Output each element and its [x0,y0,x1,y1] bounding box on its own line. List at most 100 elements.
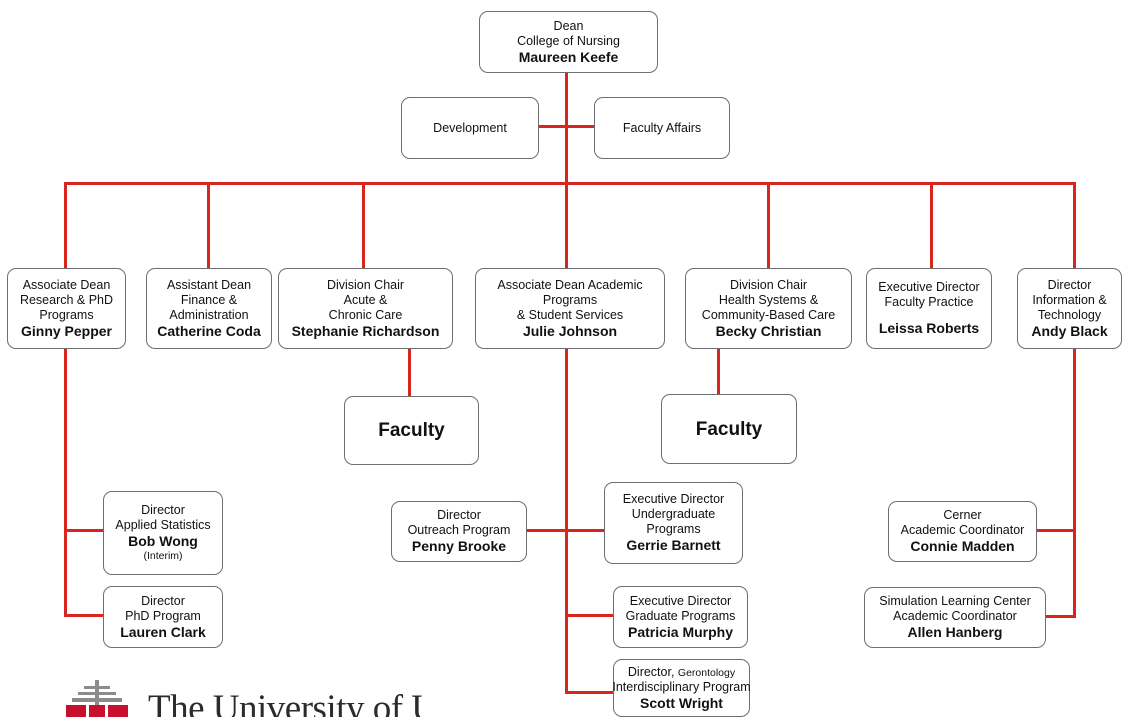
dir-phd-line-1: Director [141,593,185,608]
simulation-line-2: Academic Coordinator [893,609,1017,623]
development-box: Development [401,97,539,159]
exec-faculty-practice-line-2: Faculty Practice [884,295,974,309]
assoc-dean-research-name: Ginny Pepper [20,322,113,339]
connector-drop-research [64,182,67,269]
assistant-dean-line-3: Administration [169,307,249,322]
simulation-line-1: Simulation Learning Center [879,594,1031,608]
connector-academic-bar [527,529,604,532]
connector-gerontology [565,691,613,694]
chair-health-line-1: Division Chair [729,277,808,292]
assistant-dean-name: Catherine Coda [157,322,261,339]
exec-grad-line-1: Executive Director [629,593,732,608]
dean-title-1: Dean [553,18,584,33]
dir-gerontology-line-1b: Gerontology [677,666,736,679]
connector-grad [565,614,613,617]
assoc-dean-research-line-2: Research & PhD [19,292,114,307]
connector-it-down [1073,347,1076,618]
chair-acute-line-2: Acute & [343,292,388,307]
chair-health-box: Division Chair Health Systems & Communit… [685,268,852,349]
connector-simulation [1046,615,1076,618]
connector-staff-bar [538,125,595,128]
assistant-dean-box: Assistant Dean Finance & Administration … [146,268,272,349]
chair-health-line-2: Health Systems & [718,292,819,307]
simulation-name: Allen Hanberg [907,624,1003,640]
exec-undergrad-line-1: Executive Director [622,492,725,506]
director-it-box: Director Information & Technology Andy B… [1017,268,1122,349]
assistant-dean-line-2: Finance & [180,292,238,307]
dir-phd-box: Director PhD Program Lauren Clark [103,586,223,648]
director-it-line-2: Information & [1032,292,1107,307]
dir-stats-name: Bob Wong [128,533,198,549]
dir-stats-note: (Interim) [143,550,183,562]
exec-grad-box: Executive Director Graduate Programs Pat… [613,586,748,648]
chair-acute-line-1: Division Chair [326,277,405,292]
connector-faculty-right [717,349,720,395]
dir-phd-name: Lauren Clark [120,623,206,640]
director-it-line-3: Technology [1037,307,1102,322]
dir-outreach-name: Penny Brooke [411,538,507,554]
assoc-dean-research-line-3: Programs [39,307,94,322]
exec-undergrad-box: Executive Director Undergraduate Program… [604,482,743,564]
cerner-line-1: Cerner [943,508,982,522]
exec-faculty-practice-box: Executive Director Faculty Practice Leis… [866,268,992,349]
connector-phd [64,614,103,617]
faculty-box-acute: Faculty [344,396,479,465]
assoc-dean-academic-line-1: Associate Dean Academic [497,277,643,292]
connector-research-down [64,347,67,616]
exec-undergrad-line-3: Programs [646,522,701,536]
exec-faculty-practice-line-1: Executive Director [878,280,980,294]
dir-outreach-box: Director Outreach Program Penny Brooke [391,501,527,562]
dir-stats-line-2: Applied Statistics [115,518,211,532]
dir-gerontology-line-1: Director, Gerontology [628,665,735,680]
dir-phd-line-2: PhD Program [125,608,201,623]
dir-gerontology-line-2: Interdisciplinary Program [612,679,751,694]
faculty-affairs-box: Faculty Affairs [594,97,730,159]
assoc-dean-academic-line-3: & Student Services [516,307,624,322]
chair-health-name: Becky Christian [715,322,822,339]
dir-stats-line-1: Director [141,503,185,517]
cerner-box: Cerner Academic Coordinator Connie Madde… [888,501,1037,562]
university-wordmark: The University of Utah [148,688,422,717]
connector-stats [64,529,103,532]
dir-gerontology-name: Scott Wright [640,694,723,711]
assoc-dean-research-line-1: Associate Dean [22,277,111,292]
exec-grad-line-2: Graduate Programs [625,608,736,623]
exec-undergrad-line-2: Undergraduate [631,507,716,521]
dir-outreach-line-2: Outreach Program [407,523,511,537]
exec-faculty-practice-name: Leissa Roberts [878,320,980,336]
dean-title-2: College of Nursing [517,33,620,48]
faculty-affairs-label: Faculty Affairs [622,120,702,135]
dir-gerontology-line-1a: Director, [627,664,678,679]
dir-gerontology-box: Director, Gerontology Interdisciplinary … [612,659,751,717]
connector-main-bar [64,182,1076,185]
connector-drop-acute [362,182,365,269]
chair-acute-name: Stephanie Richardson [291,322,440,339]
connector-drop-practice [930,182,933,269]
director-it-line-1: Director [1047,277,1092,292]
connector-dean-trunk [565,72,568,694]
exec-grad-name: Patricia Murphy [627,623,734,640]
cerner-line-2: Academic Coordinator [900,523,1025,537]
connector-cerner [1037,529,1076,532]
assoc-dean-academic-box: Associate Dean Academic Programs & Stude… [475,268,665,349]
connector-drop-it [1073,182,1076,269]
cerner-name: Connie Madden [910,538,1015,554]
chair-acute-line-3: Chronic Care [328,307,403,322]
assoc-dean-academic-name: Julie Johnson [522,322,618,339]
faculty-acute-label: Faculty [378,420,445,441]
simulation-box: Simulation Learning Center Academic Coor… [864,587,1046,648]
development-label: Development [433,120,507,135]
director-it-name: Andy Black [1031,322,1108,339]
faculty-health-label: Faculty [695,418,763,440]
connector-faculty-left [408,349,411,397]
assoc-dean-academic-line-2: Programs [542,292,598,307]
university-logo: The University of Utah [62,674,422,717]
dir-stats-box: Director Applied Statistics Bob Wong (In… [103,491,223,575]
university-seal-icon [66,680,128,717]
dir-outreach-line-1: Director [437,508,481,522]
chair-acute-box: Division Chair Acute & Chronic Care Step… [278,268,453,349]
faculty-box-health: Faculty [661,394,797,464]
exec-undergrad-name: Gerrie Barnett [626,537,721,553]
connector-drop-health [767,182,770,269]
